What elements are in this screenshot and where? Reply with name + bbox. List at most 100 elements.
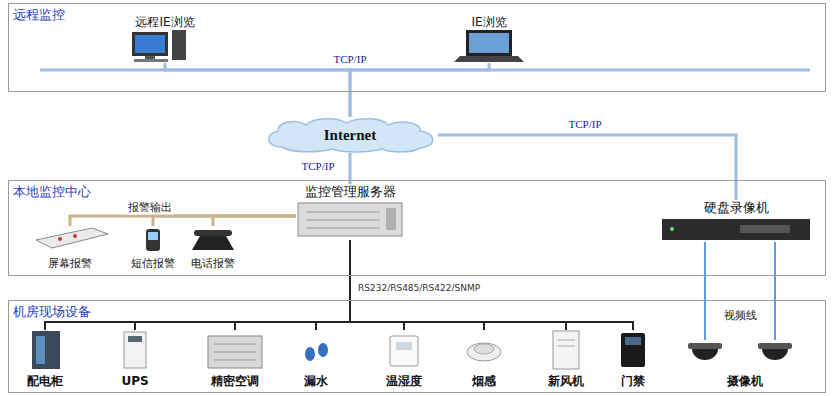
node-label: 温湿度 <box>386 374 422 388</box>
grille-line <box>557 346 575 347</box>
monitor-icon <box>132 32 168 56</box>
field-device: 配电柜 <box>24 330 66 388</box>
region-band: 机房现场设备配电柜 UPS 精密空调 漏水温湿度 烟感 新风机 门禁 摄像机 <box>8 300 826 393</box>
connector <box>135 240 350 330</box>
node-label: 烟感 <box>472 374 496 388</box>
edge-label: TCP/IP <box>566 118 603 131</box>
cabinet-panel <box>36 336 45 364</box>
alarm-device: 屏幕报警 <box>32 226 108 270</box>
band-heading: 远程监控 <box>13 7 65 23</box>
label-holder: TCP/IP <box>299 160 336 173</box>
led-dot <box>670 227 674 231</box>
laptop-lid <box>466 30 512 56</box>
server-slot <box>306 228 380 229</box>
connector <box>438 135 736 200</box>
connector <box>153 216 296 226</box>
mobile-phone-icon <box>146 229 160 251</box>
connector <box>350 240 633 330</box>
label-holder: 报警输出 <box>126 201 174 214</box>
grille-line <box>214 352 256 353</box>
edge-label: TCP/IP <box>299 160 336 173</box>
protocol-label: TCP/IP <box>331 53 368 66</box>
dvr-panel <box>740 225 790 233</box>
node-label: 门禁 <box>621 374 645 388</box>
node-label: 新风机 <box>548 374 584 388</box>
phone-screen <box>148 232 158 240</box>
server-slot <box>306 220 380 221</box>
node-label: UPS <box>121 374 148 388</box>
group-label: 报警输出 <box>126 201 174 214</box>
cabinet-icon <box>32 331 60 369</box>
fresh-air-unit-icon <box>553 331 579 369</box>
cloud-outline <box>269 119 433 152</box>
client-laptop: IE浏览 <box>453 15 525 63</box>
smoke-detector-top <box>474 344 494 354</box>
field-device: 精密空调 <box>206 330 264 388</box>
screen-alarm-icon <box>36 228 108 248</box>
field-device: 温湿度 <box>383 330 425 388</box>
interface-label: RS232/RS485/RS422/SNMP <box>356 283 482 294</box>
band-heading: 本地监控中心 <box>13 184 91 200</box>
field-device: 门禁 <box>618 330 648 388</box>
node-label: 远程IE浏览 <box>135 15 194 29</box>
label-holder: TCP/IP <box>331 53 368 66</box>
connector <box>235 240 350 330</box>
connector <box>350 240 566 330</box>
node-label: 配电柜 <box>27 374 63 388</box>
field-device: 新风机 <box>545 330 587 388</box>
sensor-display <box>396 342 412 350</box>
alarm-device: 短信报警 <box>128 226 178 270</box>
label-holder: 视频线 <box>722 309 759 322</box>
laptop-base <box>454 56 524 62</box>
pc-tower <box>172 30 186 60</box>
server-handle <box>386 208 396 230</box>
dome-camera-icon <box>692 349 718 360</box>
node-label: 摄像机 <box>727 374 763 388</box>
node-label: 屏幕报警 <box>48 257 92 270</box>
camera-group: 摄像机 <box>683 340 807 388</box>
node-label: 电话报警 <box>191 257 235 270</box>
connector <box>165 63 350 117</box>
monitor-screen <box>135 35 165 53</box>
camera-mount <box>758 343 792 349</box>
region-band: 本地监控中心 监控管理服务器屏幕报警 短信报警电话报警 硬盘录像机 <box>8 180 826 276</box>
node-label: Internet <box>324 126 377 144</box>
ups-icon <box>124 332 146 368</box>
server-node: 监控管理服务器 <box>296 184 404 240</box>
cable-label: 视频线 <box>722 309 759 322</box>
access-control-icon <box>621 333 645 367</box>
node-label: 硬盘录像机 <box>704 200 769 216</box>
client-pc: 远程IE浏览 <box>132 15 198 63</box>
grille-line <box>557 340 575 341</box>
server-slot <box>306 212 380 213</box>
air-conditioner-icon <box>208 336 262 368</box>
smoke-detector-icon <box>467 343 501 361</box>
field-device: 漏水 <box>301 330 331 388</box>
band-heading: 机房现场设备 <box>13 304 91 320</box>
access-screen <box>625 337 641 345</box>
laptop-screen <box>469 33 509 53</box>
connector <box>350 63 489 117</box>
grille-line <box>214 344 256 345</box>
dvr-icon <box>662 219 810 240</box>
camera-mount <box>688 343 722 349</box>
connector <box>70 216 296 226</box>
water-sensor-icon <box>318 343 328 357</box>
dome-camera-icon <box>762 349 788 360</box>
node-label: IE浏览 <box>471 15 506 29</box>
phone-handset <box>194 230 232 236</box>
connector <box>350 240 484 330</box>
water-sensor-icon <box>305 347 315 361</box>
field-device: 烟感 <box>465 330 503 388</box>
region-band: 远程监控远程IE浏览 IE浏览 <box>8 3 826 92</box>
connector <box>316 240 350 330</box>
led-dot <box>58 237 62 241</box>
node-label: 精密空调 <box>211 374 259 388</box>
node-label: 监控管理服务器 <box>305 184 396 200</box>
desk-phone-icon <box>192 236 234 250</box>
dvr-node: 硬盘录像机 <box>661 200 811 242</box>
led-dot <box>73 234 77 238</box>
internet-cloud: Internet <box>262 117 438 153</box>
